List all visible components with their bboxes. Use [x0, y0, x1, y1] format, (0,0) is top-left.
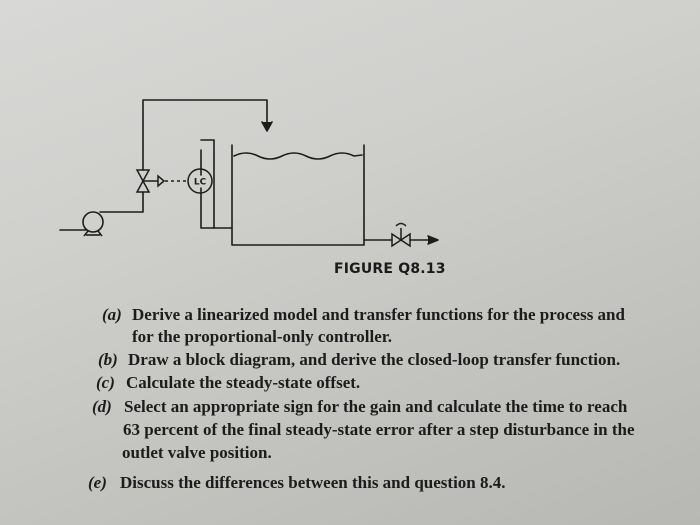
question-c-line-1: Calculate the steady-state offset. — [126, 373, 361, 392]
control-valve-icon — [135, 169, 166, 193]
question-d-label: (d) — [92, 397, 112, 416]
liquid-level — [233, 152, 363, 160]
question-e-label: (e) — [88, 473, 107, 492]
lc-label: LC — [194, 178, 207, 188]
question-e-line-1: Discuss the differences between this and… — [120, 473, 506, 492]
figure-caption: FIGURE Q8.13 — [334, 261, 446, 277]
level-sensor-line — [200, 187, 233, 229]
tank — [231, 144, 365, 246]
question-d-line-3: outlet valve position. — [122, 443, 272, 462]
inlet-pipe — [142, 99, 268, 171]
pump-discharge-pipe — [99, 191, 144, 213]
outlet-valve-icon — [391, 222, 411, 248]
question-a-label: (a) — [102, 305, 122, 324]
process-diagram: LC — [59, 99, 439, 248]
pump-icon — [82, 211, 104, 237]
question-b-label: (b) — [98, 350, 118, 369]
question-d-line-2: 63 percent of the final steady-state err… — [123, 420, 635, 439]
question-c-label: (c) — [96, 373, 115, 392]
inlet-arrow — [261, 121, 273, 132]
question-a-line-2: for the proportional-only controller. — [132, 327, 393, 346]
question-a-line-1: Derive a linearized model and transfer f… — [132, 305, 625, 324]
question-d-line-1: Select an appropriate sign for the gain … — [124, 397, 628, 416]
level-controller: LC — [187, 168, 213, 194]
outlet-arrow — [427, 235, 439, 245]
question-b-line-1: Draw a block diagram, and derive the clo… — [128, 350, 621, 369]
